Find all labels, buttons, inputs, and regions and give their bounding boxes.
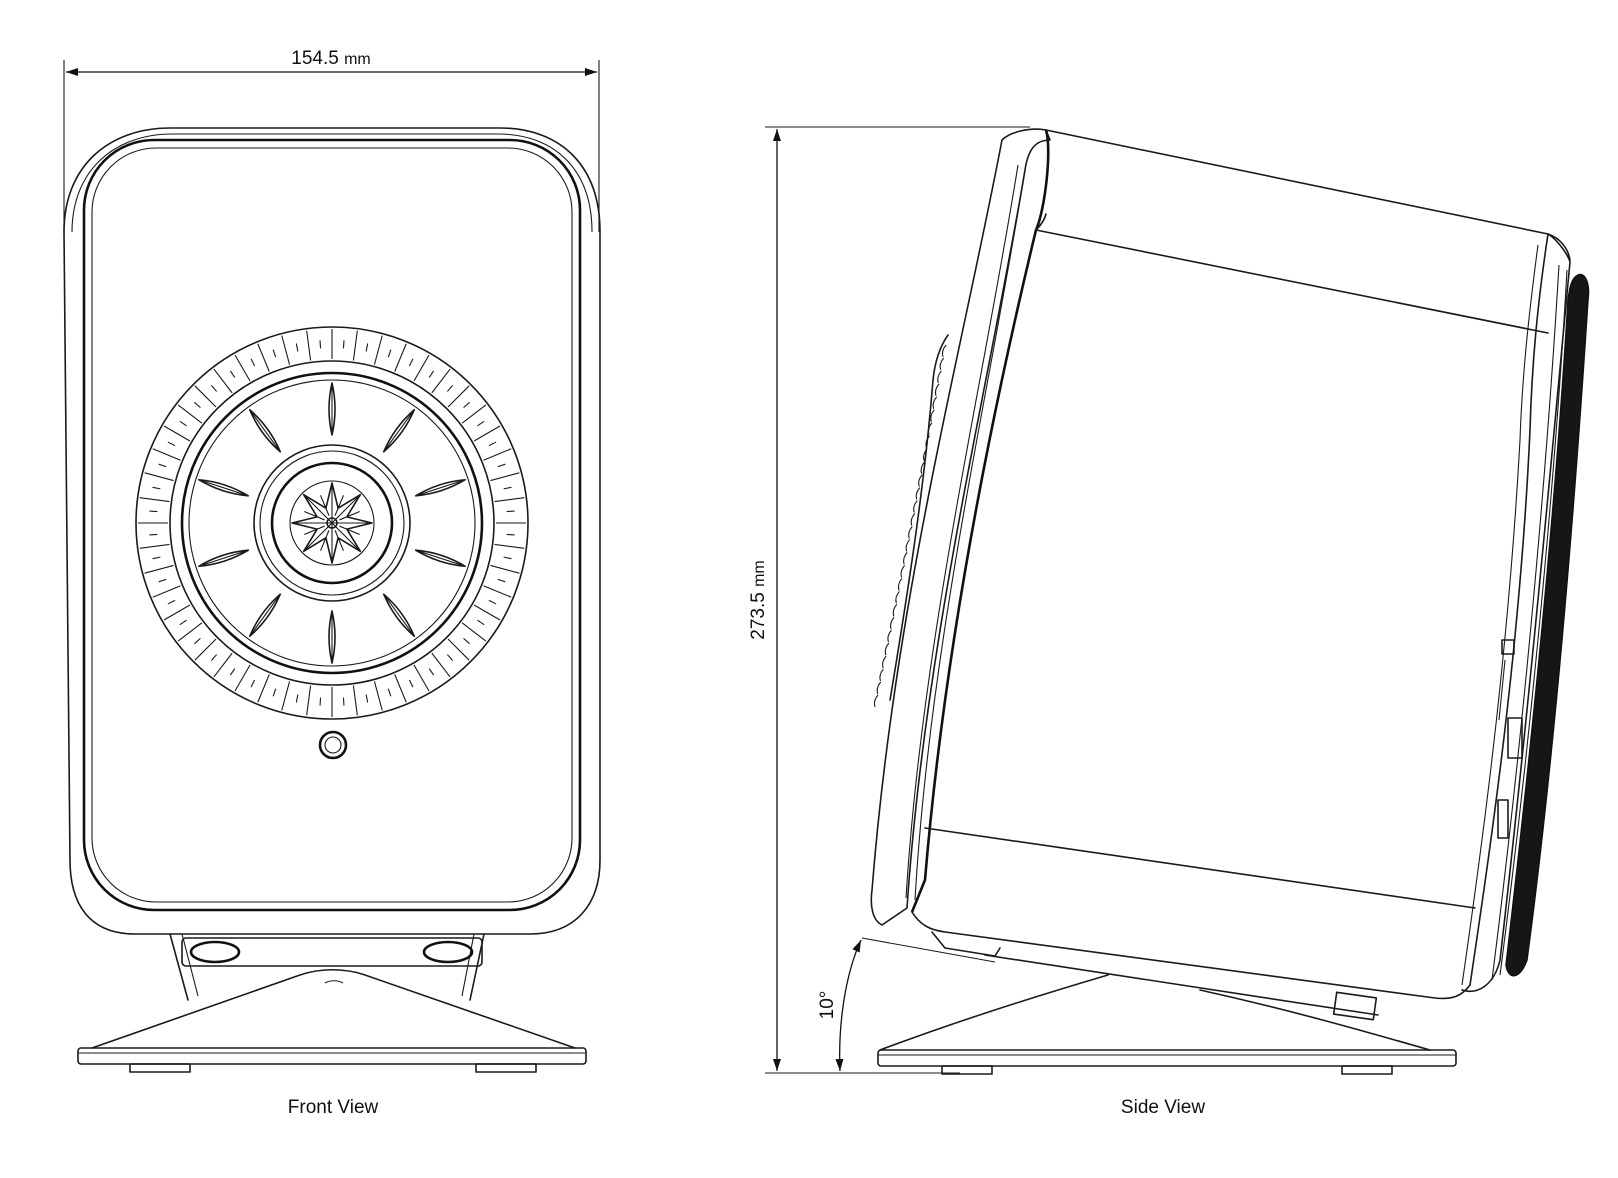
side-front-baffle <box>870 128 1051 926</box>
cabinet-outer-shell <box>63 127 601 935</box>
front-stand <box>77 933 587 1073</box>
width-dimension-label: 154.5 mm <box>291 48 370 69</box>
front-view: 154.5 mm <box>63 48 601 1118</box>
front-view-label: Front View <box>288 1097 379 1118</box>
side-rear-panel <box>1461 233 1590 992</box>
side-view-label: Side View <box>1121 1097 1205 1118</box>
front-baffle <box>82 138 582 912</box>
tweeter <box>253 444 411 602</box>
indicator-light <box>318 730 348 760</box>
side-view: 273.5 mm 10° <box>748 126 1590 1118</box>
driver-surround <box>135 326 529 720</box>
tilt-angle-label: 10° <box>817 991 838 1020</box>
side-cabinet <box>911 129 1571 1000</box>
height-dimension: 273.5 mm <box>748 126 1030 1074</box>
height-dimension-label: 273.5 mm <box>748 560 769 639</box>
side-stand <box>877 931 1457 1075</box>
tilt-angle-dimension: 10° <box>817 937 996 1072</box>
driver-cone <box>180 371 484 675</box>
width-dimension: 154.5 mm <box>63 48 600 232</box>
